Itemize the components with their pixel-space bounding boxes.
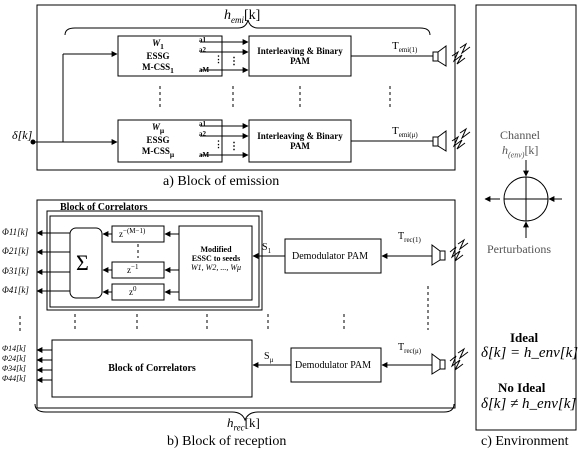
no-ideal-label: No Ideal bbox=[498, 380, 546, 395]
reception-frame bbox=[36, 199, 456, 409]
correlator-inner-box bbox=[49, 215, 260, 308]
interleaving-1-text: Interleaving & Binary PAM bbox=[257, 46, 343, 67]
delay-box-3 bbox=[111, 283, 165, 301]
a1-label-top: a1 bbox=[199, 36, 206, 44]
am-label-bot: aM bbox=[199, 151, 210, 159]
sigma-box bbox=[69, 227, 103, 299]
essg-block-1 bbox=[117, 35, 223, 77]
essg-block-mu bbox=[117, 119, 223, 163]
svg-text:⋮: ⋮ bbox=[229, 141, 239, 152]
essg-mu-text: Wμ ESSG M-CSSμ bbox=[141, 122, 175, 159]
wave-icon-emi-1 bbox=[451, 50, 466, 65]
emission-frame bbox=[36, 4, 456, 171]
h-rec-label: hrec[k] bbox=[227, 415, 260, 433]
phi-output-44: Φ44[k] bbox=[2, 374, 26, 383]
emission-caption: a) Block of emission bbox=[163, 174, 280, 189]
ideal-label: Ideal bbox=[510, 330, 539, 345]
svg-text:⋮: ⋮ bbox=[214, 139, 223, 149]
correlator-bottom-box bbox=[51, 339, 253, 398]
phi-output-21: Φ21[k] bbox=[2, 246, 29, 256]
interleaving-mu-text: Interleaving & Binary PAM bbox=[257, 131, 343, 152]
wave-icon-emi-mu bbox=[451, 135, 466, 150]
environment-frame bbox=[475, 4, 577, 431]
ideal-equation: δ[k] = h_env[k] bbox=[481, 345, 578, 361]
a2-label-top: a2 bbox=[199, 46, 206, 54]
delay-3-label: z0 bbox=[129, 285, 137, 297]
phi-output-24: Φ24[k] bbox=[2, 354, 26, 363]
no-ideal-equation: δ[k] ≠ h_env[k] bbox=[481, 396, 577, 412]
a2-label-bot: a2 bbox=[199, 130, 206, 138]
h-rec-brace bbox=[34, 403, 455, 422]
modified-essc-text: Modified ESSC to seeds W1, W2, ..., Wμ bbox=[190, 245, 241, 273]
wave-icon-rec-1 bbox=[449, 246, 464, 262]
t-rec-mu-label: Trec(μ) bbox=[398, 342, 422, 355]
reception-caption: b) Block of reception bbox=[167, 434, 287, 449]
environment-caption: c) Environment bbox=[481, 434, 569, 449]
essg-1-text: W1 ESSG M-CSS1 bbox=[142, 38, 174, 75]
phi-output-34: Φ34[k] bbox=[2, 364, 26, 373]
h-emi-brace bbox=[64, 19, 431, 36]
speaker-icon-rec-mu bbox=[431, 353, 446, 375]
delta-input-label: δ[k] bbox=[12, 128, 33, 142]
svg-text:⋮: ⋮ bbox=[229, 56, 239, 67]
speaker-icon-emi-1 bbox=[432, 45, 447, 67]
demod-mu-text: Demodulator PAM bbox=[295, 360, 372, 371]
t-emi-mu-label: Temi(μ) bbox=[392, 125, 418, 140]
delay-1-label: z−(M−1) bbox=[119, 227, 146, 239]
svg-text:⋮: ⋮ bbox=[214, 54, 223, 64]
smu-label: Sμ bbox=[264, 351, 274, 364]
perturbations-label: Perturbations bbox=[487, 242, 551, 256]
wave-icon-rec-mu bbox=[449, 355, 464, 371]
channel-h-label: h(env)[k] bbox=[502, 143, 539, 160]
phi-output-11: Φ11[k] bbox=[2, 227, 29, 237]
channel-label: Channel bbox=[500, 128, 540, 142]
am-label-top: aM bbox=[199, 66, 210, 74]
h-emi-label: hemi[k] bbox=[224, 8, 261, 25]
s1-label: S1 bbox=[262, 242, 272, 255]
speaker-icon-rec-1 bbox=[431, 244, 446, 266]
a1-label-bot: a1 bbox=[199, 120, 206, 128]
modified-essc-box bbox=[178, 225, 253, 301]
phi-output-41: Φ41[k] bbox=[2, 285, 29, 295]
correlator-block-title: Block of Correlators bbox=[60, 202, 148, 213]
delay-2-label: z−1 bbox=[127, 263, 139, 275]
correlator-bottom-text: Block of Correlators bbox=[108, 363, 196, 374]
correlator-outer-box bbox=[46, 210, 263, 311]
t-emi-1-label: Temi(1) bbox=[392, 40, 418, 55]
t-rec-1-label: Trec(1) bbox=[398, 231, 421, 244]
phi-output-14: Φ14[k] bbox=[2, 344, 26, 353]
demod-1-text: Demodulator PAM bbox=[292, 251, 369, 262]
sigma-symbol: Σ bbox=[76, 250, 89, 275]
phi-output-31: Φ31[k] bbox=[2, 266, 29, 276]
speaker-icon-emi-mu bbox=[432, 130, 447, 152]
